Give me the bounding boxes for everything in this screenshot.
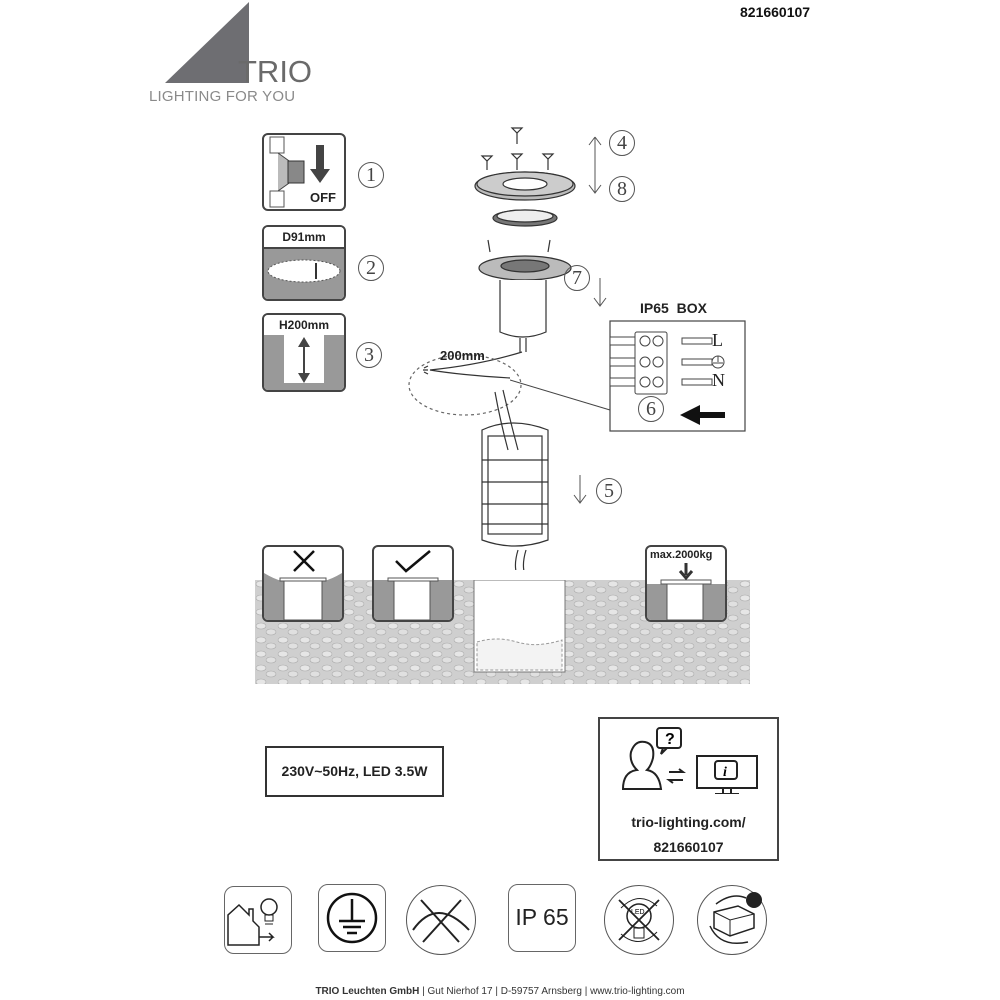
depth-label: H200mm xyxy=(264,315,344,335)
diameter-label: D91mm xyxy=(264,227,344,249)
depth-diagram xyxy=(264,335,344,390)
incorrect-installation xyxy=(262,545,344,622)
step-number: 1 xyxy=(358,162,384,188)
step-number: 4 xyxy=(609,130,635,156)
ip65-rating: IP 65 xyxy=(508,884,576,952)
separator: | xyxy=(422,986,425,997)
info-url[interactable]: trio-lighting.com/ xyxy=(631,814,746,830)
info-article-number: 821660107 xyxy=(653,839,724,855)
logo-brand: TRIO xyxy=(238,54,313,89)
switch-icon xyxy=(269,136,330,208)
arrow-down-icon xyxy=(678,563,694,581)
article-number: 821660107 xyxy=(740,4,811,20)
led-not-replaceable-icon: LED xyxy=(604,885,674,955)
max-load-indicator: max.2000kg xyxy=(645,545,727,622)
cross-icon xyxy=(293,550,315,572)
hole-diagram xyxy=(264,249,344,299)
footer-city: D-59757 Arnsberg xyxy=(500,986,582,997)
assembly-diagram xyxy=(408,127,576,570)
ip65-label: IP 65 xyxy=(515,904,569,930)
step-number: 2 xyxy=(358,255,384,281)
step-number: 5 xyxy=(596,478,622,504)
step-1-switch-off: OFF xyxy=(262,133,346,211)
ip-box-wiring-diagram xyxy=(510,320,746,432)
step-2-drill-diameter: D91mm xyxy=(262,225,346,301)
indoor-outdoor-icon xyxy=(224,886,292,954)
footer: TRIO Leuchten GmbH | Gut Nierhof 17 | D-… xyxy=(0,986,1000,997)
step-3-hole-depth: H200mm xyxy=(262,313,346,392)
check-icon xyxy=(395,550,431,573)
support-icon: ? i xyxy=(621,727,758,794)
step-number: 7 xyxy=(564,265,590,291)
footer-street: Gut Nierhof 17 xyxy=(427,986,493,997)
arrow-left-icon xyxy=(680,405,725,425)
screw-icon xyxy=(510,127,524,144)
protective-earth-icon xyxy=(318,884,386,952)
step-number: 6 xyxy=(638,396,664,422)
terminal-n: N xyxy=(712,370,725,390)
up-down-arrow-icon xyxy=(588,136,602,194)
online-info-box: ? i trio-lighting.com/ 821660107 xyxy=(598,717,779,861)
down-arrow-icon xyxy=(593,278,607,307)
logo-tagline: LIGHTING FOR YOU xyxy=(149,88,296,105)
driver-replaceable-icon xyxy=(697,885,767,955)
electrical-spec: 230V~50Hz, LED 3.5W xyxy=(265,746,444,797)
separator: | xyxy=(584,986,588,997)
svg-text:?: ? xyxy=(665,731,675,748)
ip-box-title: IP65 BOX xyxy=(640,300,707,316)
correct-installation xyxy=(372,545,454,622)
step-number: 8 xyxy=(609,176,635,202)
footer-company: TRIO Leuchten GmbH xyxy=(315,986,420,997)
svg-text:i: i xyxy=(723,765,727,780)
no-cover-icon xyxy=(406,885,476,955)
max-load-label: max.2000kg xyxy=(650,549,713,561)
down-arrow-icon xyxy=(573,475,587,504)
separator: | xyxy=(495,986,498,997)
trio-logo-triangle xyxy=(165,2,249,83)
off-label: OFF xyxy=(310,190,336,205)
terminal-l: L xyxy=(712,330,723,350)
cable-length-label: 200mm xyxy=(440,348,485,363)
svg-text:LED: LED xyxy=(631,909,645,916)
step-number: 3 xyxy=(356,342,382,368)
footer-website[interactable]: www.trio-lighting.com xyxy=(590,986,685,997)
